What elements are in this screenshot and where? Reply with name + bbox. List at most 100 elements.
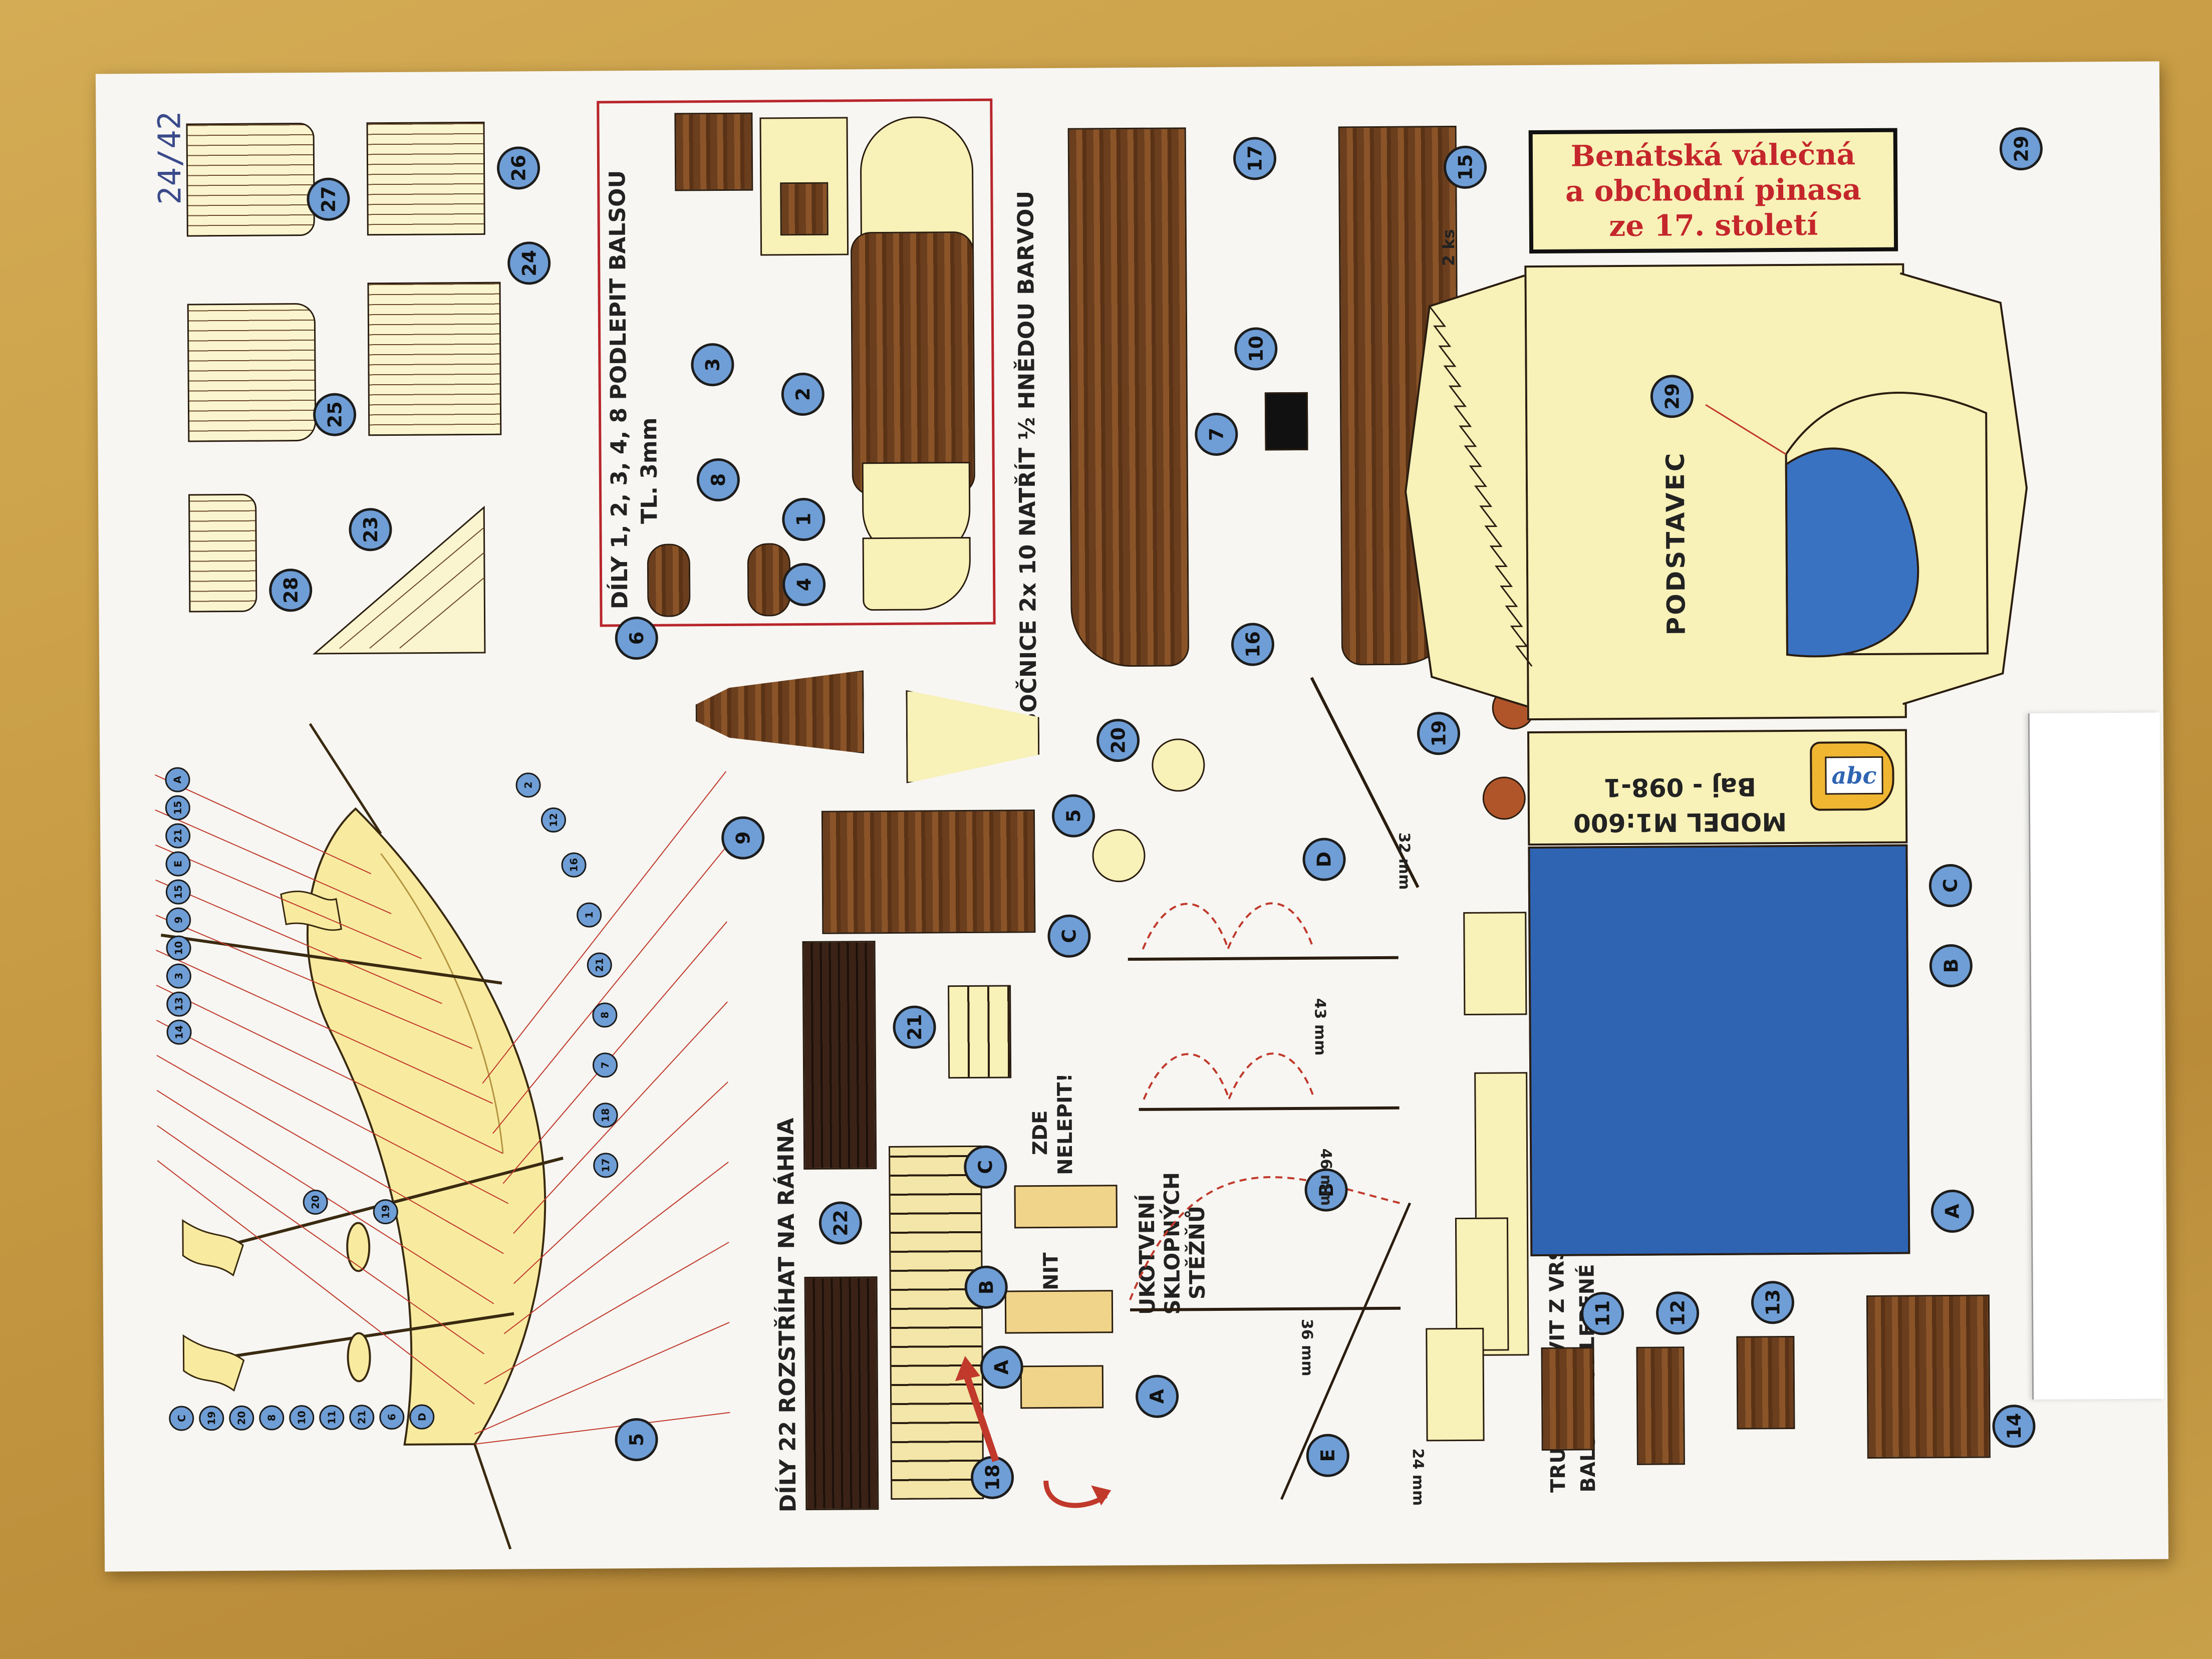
model-scale: MODEL M1:600 bbox=[1573, 807, 1787, 838]
balsa-parts-box: 3 2 8 1 4 DÍLY 1, 2, 3, 4, 8 PODLEPIT BA… bbox=[597, 98, 996, 627]
badge-22: 22 bbox=[818, 1201, 863, 1245]
badge-10: 10 bbox=[1234, 327, 1278, 371]
rigging-badge: 21 bbox=[587, 952, 612, 978]
pieces-2ks: 2 ks bbox=[1439, 229, 1459, 266]
badge-15: 15 bbox=[1443, 145, 1487, 189]
rigging-badge: 2 bbox=[515, 772, 541, 798]
ship-assembly-drawing bbox=[155, 723, 730, 1550]
part-21-ladders bbox=[948, 985, 1012, 1079]
zde-label: ZDE bbox=[1028, 1110, 1052, 1156]
part-9-stern-castle bbox=[821, 809, 1036, 934]
rigging-badge: 9 bbox=[166, 907, 191, 933]
paint-instruction: BOČNICE 2x 10 NATŘÍT ½ HNĚDOU BARVOU bbox=[1013, 190, 1042, 730]
part-22-yards-b bbox=[804, 1276, 879, 1511]
part-2-deck bbox=[860, 116, 974, 250]
rigging-badge: C bbox=[169, 1406, 194, 1431]
badge-A-tab: A bbox=[1930, 1189, 1975, 1233]
rigging-badge: A bbox=[165, 767, 190, 792]
part-13 bbox=[1736, 1335, 1795, 1430]
badge-25: 25 bbox=[313, 393, 357, 436]
badge-23: 23 bbox=[349, 508, 392, 551]
rigging-badge: 15 bbox=[165, 879, 191, 905]
sail-part-25 bbox=[187, 303, 317, 442]
badge-A-mast: A bbox=[1135, 1374, 1179, 1418]
badge-13: 13 bbox=[1751, 1280, 1795, 1324]
rigging-badge: 20 bbox=[229, 1405, 254, 1431]
paper-model-sheet: 24/42 27 26 25 24 28 23 bbox=[95, 61, 2169, 1572]
badge-9: 9 bbox=[721, 816, 765, 860]
rigging-badge: 16 bbox=[561, 852, 587, 878]
rigging-badge: 21 bbox=[349, 1405, 375, 1430]
rigging-badge: 7 bbox=[592, 1052, 618, 1078]
rigging-badge: D bbox=[409, 1404, 435, 1430]
nit-label: NIT bbox=[1039, 1252, 1063, 1291]
badge-7: 7 bbox=[1195, 412, 1238, 456]
badge-B-anchor: B bbox=[964, 1265, 1008, 1309]
cut-instruction: DÍLY 22 ROZSTŘÍHAT NA RÁHNA bbox=[773, 1118, 801, 1513]
badge-E-mast: E bbox=[1306, 1434, 1350, 1477]
badge-26: 26 bbox=[496, 146, 540, 190]
sail-part-28 bbox=[188, 493, 257, 613]
title-line-1: Benátská válečná bbox=[1570, 137, 1856, 173]
badge-1: 1 bbox=[782, 497, 825, 541]
badge-B-tab: B bbox=[1929, 944, 1973, 988]
badge-C-tab: C bbox=[1928, 864, 1973, 908]
mast-b-length: 46 mm bbox=[1317, 1148, 1335, 1206]
rigging-badge: 3 bbox=[166, 963, 192, 989]
rigging-badge: 13 bbox=[166, 991, 192, 1017]
rigging-badge: 17 bbox=[593, 1153, 619, 1178]
arrow-18 bbox=[955, 1356, 1112, 1508]
badge-A-anchor: A bbox=[980, 1345, 1023, 1389]
rigging-badge: E bbox=[165, 851, 191, 877]
hull-layer-4 bbox=[1463, 912, 1527, 1015]
sail-part-23 bbox=[312, 505, 486, 655]
title-banner: Benátská válečná a obchodní pinasa ze 17… bbox=[1528, 128, 1898, 254]
badge-11: 11 bbox=[1580, 1292, 1624, 1335]
white-flap bbox=[2028, 712, 2164, 1400]
part-22-yards-a bbox=[802, 941, 877, 1170]
mast-d-length: 32 mm bbox=[1395, 832, 1413, 890]
rigging-badge: 14 bbox=[166, 1019, 192, 1045]
sea-panel bbox=[1528, 844, 1910, 1257]
rigging-badge: 15 bbox=[165, 795, 191, 820]
badge-24: 24 bbox=[507, 241, 551, 285]
model-code: Baj - 098-1 bbox=[1603, 772, 1757, 802]
part-11 bbox=[1541, 1347, 1595, 1451]
badge-29-stand: 29 bbox=[1650, 375, 1694, 418]
badge-5-shield: 5 bbox=[1051, 794, 1095, 838]
badge-19-ship: 19 bbox=[373, 1199, 398, 1225]
badge-21: 21 bbox=[893, 1005, 936, 1049]
mast-e-length: 24 mm bbox=[1409, 1448, 1427, 1506]
rigging-badge: 12 bbox=[540, 807, 567, 833]
brand-logo: abc bbox=[1825, 756, 1883, 795]
part-8-boat-a bbox=[647, 543, 691, 617]
mast-a-length: 36 mm bbox=[1298, 1318, 1316, 1376]
rigging-badge: 19 bbox=[199, 1406, 224, 1431]
badge-C-mast: C bbox=[1047, 914, 1091, 958]
part-9-deck bbox=[862, 536, 971, 611]
title-line-2: a obchodní pinasa bbox=[1565, 172, 1861, 208]
part-3 bbox=[674, 112, 753, 191]
part-12 bbox=[1636, 1346, 1685, 1465]
badge-20-ship: 20 bbox=[303, 1189, 328, 1215]
badge-17: 17 bbox=[1233, 137, 1277, 180]
mast-c-length: 43 mm bbox=[1311, 998, 1329, 1056]
rigging-badge: 18 bbox=[593, 1102, 618, 1128]
badge-12: 12 bbox=[1655, 1291, 1700, 1335]
rigging-badge: 11 bbox=[319, 1405, 345, 1430]
badge-5-ship: 5 bbox=[615, 1418, 658, 1462]
badge-6-stern: 6 bbox=[615, 616, 659, 660]
badge-3: 3 bbox=[691, 343, 734, 387]
anchor-b bbox=[1004, 1290, 1114, 1334]
anchor-a bbox=[1020, 1365, 1104, 1409]
badge-C-anchor: C bbox=[964, 1145, 1007, 1189]
part-7 bbox=[1264, 392, 1308, 451]
podstavec-label: PODSTAVEC bbox=[1661, 451, 1691, 636]
part-14 bbox=[1866, 1294, 1991, 1459]
hull-layer-3 bbox=[1426, 1327, 1485, 1442]
nelepit-label: NELEPIT! bbox=[1053, 1073, 1077, 1175]
balsa-thickness: TL. 3mm bbox=[636, 417, 663, 524]
sail-part-26 bbox=[366, 121, 485, 236]
part-2-hatch bbox=[780, 182, 828, 236]
badge-2: 2 bbox=[781, 372, 825, 416]
